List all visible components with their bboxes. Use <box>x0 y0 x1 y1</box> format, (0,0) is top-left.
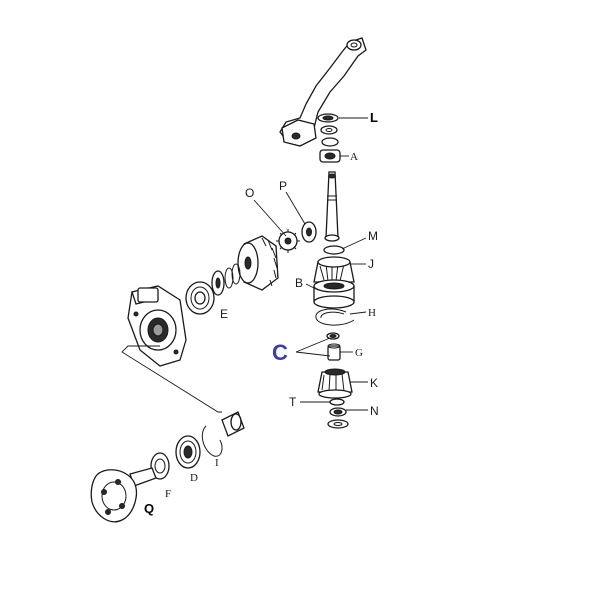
output-flange <box>90 467 157 523</box>
label-k: K <box>370 376 378 390</box>
assembly-path <box>121 345 222 413</box>
label-o: O <box>245 186 254 200</box>
label-e: E <box>220 307 228 321</box>
sleeve-part <box>221 411 245 437</box>
label-b: B <box>295 276 303 290</box>
label-i: I <box>215 457 219 469</box>
label-l: L <box>370 110 378 125</box>
label-t: T <box>289 395 297 409</box>
label-f: F <box>165 488 171 500</box>
label-j: J <box>368 257 374 271</box>
circlip-i <box>201 425 223 457</box>
label-a: A <box>350 151 358 163</box>
bevel-gear-lower <box>317 368 353 399</box>
sprocket-o <box>276 229 300 253</box>
vertical-shaft <box>324 171 340 242</box>
label-p: P <box>279 179 287 193</box>
bevel-gear-upper <box>313 245 355 283</box>
leader-lines <box>253 117 368 411</box>
bearing-housing <box>313 279 355 309</box>
upper-washer-stack <box>317 113 341 163</box>
label-q: Q <box>144 501 154 516</box>
label-m: M <box>368 229 378 243</box>
lower-nut-stack <box>327 398 349 429</box>
label-d: D <box>190 472 198 484</box>
label-c: C <box>272 340 288 365</box>
label-h: H <box>368 307 376 319</box>
label-g: G <box>355 347 363 359</box>
steering-arm <box>279 37 367 147</box>
part-labels: L A O P M J B H E C G K T N I D F Q <box>144 110 379 516</box>
large-drive-gear <box>237 235 279 291</box>
bearing-series-e <box>185 263 241 315</box>
label-n: N <box>370 404 379 418</box>
circlip-h <box>315 308 355 326</box>
bearing-d <box>175 435 201 469</box>
gearbox-housing <box>127 285 187 367</box>
small-sleeves-g <box>326 332 341 361</box>
spacer-p <box>301 221 317 243</box>
washer-f <box>150 452 170 480</box>
